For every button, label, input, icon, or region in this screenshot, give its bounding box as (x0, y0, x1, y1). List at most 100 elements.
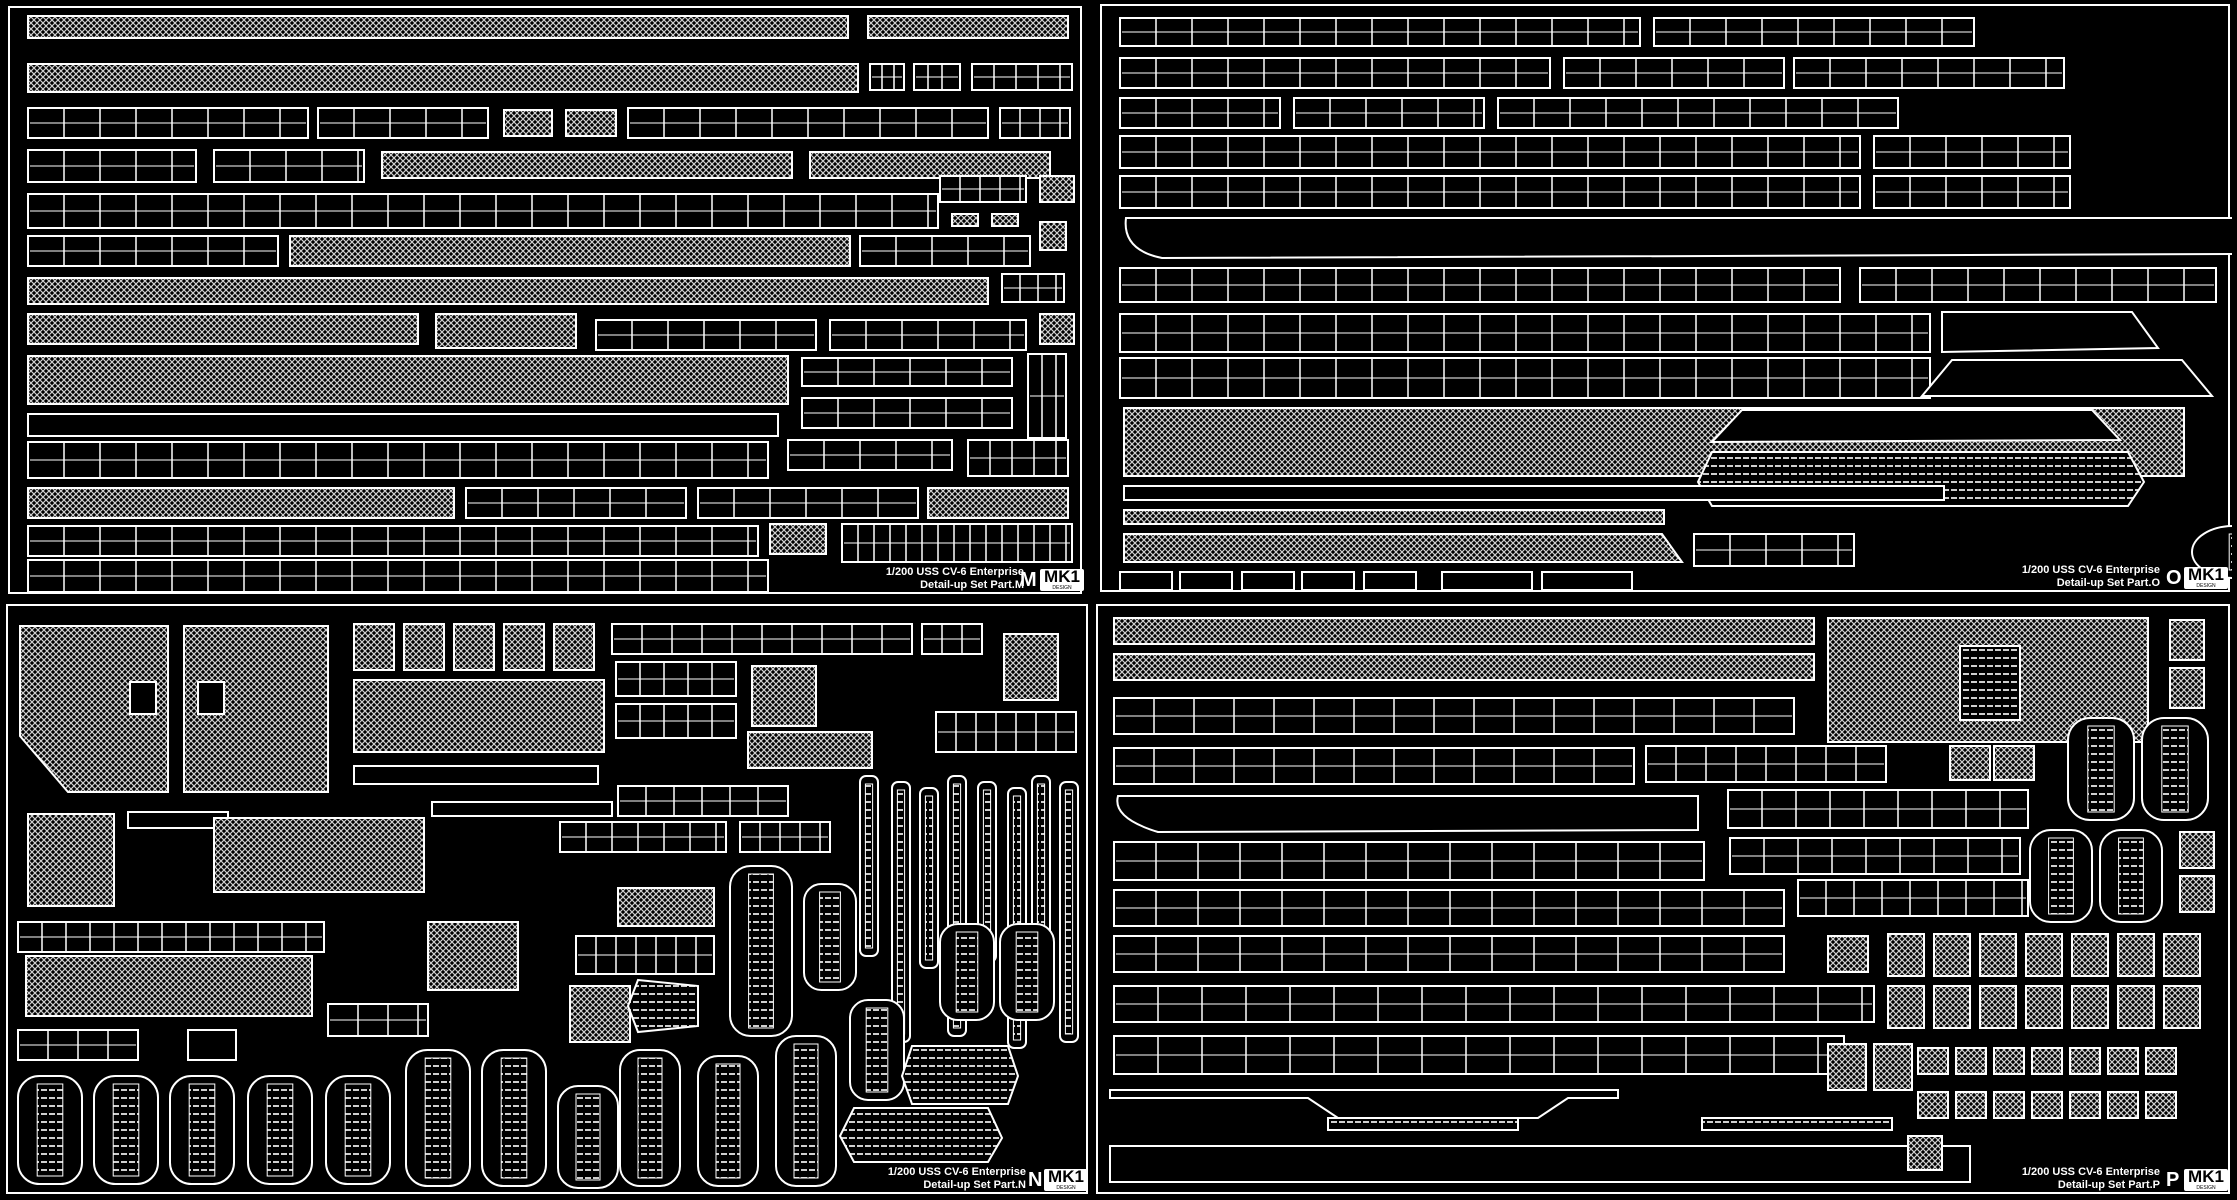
mesh-part (2025, 933, 2063, 977)
mesh-part (1949, 745, 1991, 781)
mesh-part (1123, 533, 1684, 563)
ladder-rungs (575, 1093, 601, 1181)
mesh-part (2107, 1047, 2139, 1075)
strip-part (431, 801, 613, 817)
mesh-part (1039, 313, 1075, 345)
sheet-n-logo-sub: DESIGN (1056, 1185, 1076, 1191)
sheet-m-logo-sub: DESIGN (1052, 585, 1072, 591)
mesh-part (1827, 1043, 1867, 1091)
mesh-part (1933, 933, 1971, 977)
ladder-rungs (896, 789, 906, 1035)
ladder-rungs (1015, 931, 1039, 1013)
mesh-part (1933, 985, 1971, 1029)
platform-part (183, 625, 329, 793)
sheet-p-parts (1109, 617, 2215, 1183)
mesh-part (2169, 619, 2205, 661)
mesh-part (2163, 933, 2201, 977)
mesh-part (27, 313, 419, 345)
hull-rail-part (1124, 217, 2232, 260)
sheet-p: 1/200 USS CV-6 Enterprise Detail-up Set … (1096, 604, 2230, 1194)
mesh-part (867, 15, 1069, 39)
ladder-rungs (865, 1007, 889, 1093)
small-rail-part (1363, 571, 1417, 591)
mesh-part (1887, 985, 1925, 1029)
ladder-rungs (1064, 789, 1074, 1035)
sheet-n-caption-scale: 1/200 USS CV-6 Enterprise (887, 1166, 1026, 1178)
ladder-rungs (2118, 837, 2144, 915)
sheet-p-letter: P (2166, 1169, 2180, 1191)
mesh-part (503, 623, 545, 671)
mesh-part (1993, 1091, 2025, 1119)
sheet-n-caption: 1/200 USS CV-6 Enterprise Detail-up Set … (818, 1166, 1026, 1192)
ladder-rungs (188, 1083, 216, 1177)
ladder-rungs (2228, 533, 2232, 571)
angled-rail-part (1919, 359, 2215, 397)
sheet-n-parts (17, 623, 1079, 1189)
ladder-part (838, 1107, 1004, 1163)
sheet-o-caption-scale: 1/200 USS CV-6 Enterprise (2021, 564, 2160, 576)
mesh-part (2117, 933, 2155, 977)
mesh-part (25, 955, 313, 1017)
mesh-part (2107, 1091, 2139, 1119)
strip-part (1109, 1145, 1971, 1183)
sheet-o: 1/200 USS CV-6 Enterprise Detail-up Set … (1100, 4, 2232, 592)
mesh-part (1873, 1043, 1913, 1091)
mesh-part (1039, 175, 1075, 203)
hull-rail-part (1116, 795, 1699, 834)
strip-part (1123, 485, 1945, 501)
strip-part (1109, 1089, 1619, 1119)
sheet-p-caption-scale: 1/200 USS CV-6 Enterprise (2021, 1166, 2160, 1178)
mesh-part (2179, 875, 2215, 913)
angled-rail-part (1941, 311, 2160, 354)
ladder-part (1701, 1117, 1893, 1131)
ladder-rungs (715, 1063, 741, 1179)
ladder-rungs (952, 783, 962, 1029)
mesh-part (553, 623, 595, 671)
ladder-rungs (500, 1057, 528, 1179)
sheet-o-caption-set: Detail-up Set Part.O (2056, 577, 2160, 589)
mesh-part (2163, 985, 2201, 1029)
ladder-rungs (2048, 837, 2074, 915)
ladder-rungs (819, 891, 841, 983)
mesh-part (27, 63, 859, 93)
sheet-o-logo-sub: DESIGN (2196, 583, 2216, 589)
ladder-rungs (2087, 725, 2115, 813)
mesh-part (1917, 1047, 1949, 1075)
ladder-rungs (424, 1057, 452, 1179)
mesh-part (2179, 831, 2215, 869)
ladder-rungs (112, 1083, 140, 1177)
ladder-rungs (266, 1083, 294, 1177)
strip-part (353, 765, 599, 785)
mesh-part (353, 679, 605, 753)
sheet-n-letter: N (1028, 1169, 1043, 1191)
sheet-o-caption: 1/200 USS CV-6 Enterprise Detail-up Set … (1952, 564, 2160, 590)
mesh-part (1993, 1047, 2025, 1075)
small-rail-part (1241, 571, 1295, 591)
sheet-p-caption-set: Detail-up Set Part.P (2057, 1179, 2160, 1191)
sheet-n-logo-text: MK1 (1048, 1167, 1084, 1186)
mesh-part (435, 313, 577, 349)
mesh-part (2169, 667, 2205, 709)
mesh-part (2117, 985, 2155, 1029)
mesh-part (2025, 985, 2063, 1029)
mesh-part (927, 487, 1069, 519)
sheet-p-logo: MK1 DESIGN (2184, 1167, 2228, 1191)
small-rail-part (1441, 571, 1533, 591)
mesh-part (1917, 1091, 1949, 1119)
small-rail-part (1541, 571, 1633, 591)
sheet-p-logo-text: MK1 (2188, 1167, 2224, 1186)
small-rail-part (1301, 571, 1355, 591)
mesh-part (27, 355, 789, 405)
sheet-n-caption-set: Detail-up Set Part.N (923, 1179, 1026, 1191)
ladder-rungs (864, 783, 874, 949)
mesh-part (453, 623, 495, 671)
sheet-p-logo-sub: DESIGN (2196, 1185, 2216, 1191)
mesh-part (565, 109, 617, 137)
platform-cutout (129, 681, 157, 715)
ladder-rungs (955, 931, 979, 1013)
sheet-o-logo: MK1 DESIGN (2184, 566, 2228, 589)
sheet-m-caption-set: Detail-up Set Part.M (920, 579, 1024, 591)
mesh-part (1113, 617, 1815, 645)
mesh-part (1979, 933, 2017, 977)
